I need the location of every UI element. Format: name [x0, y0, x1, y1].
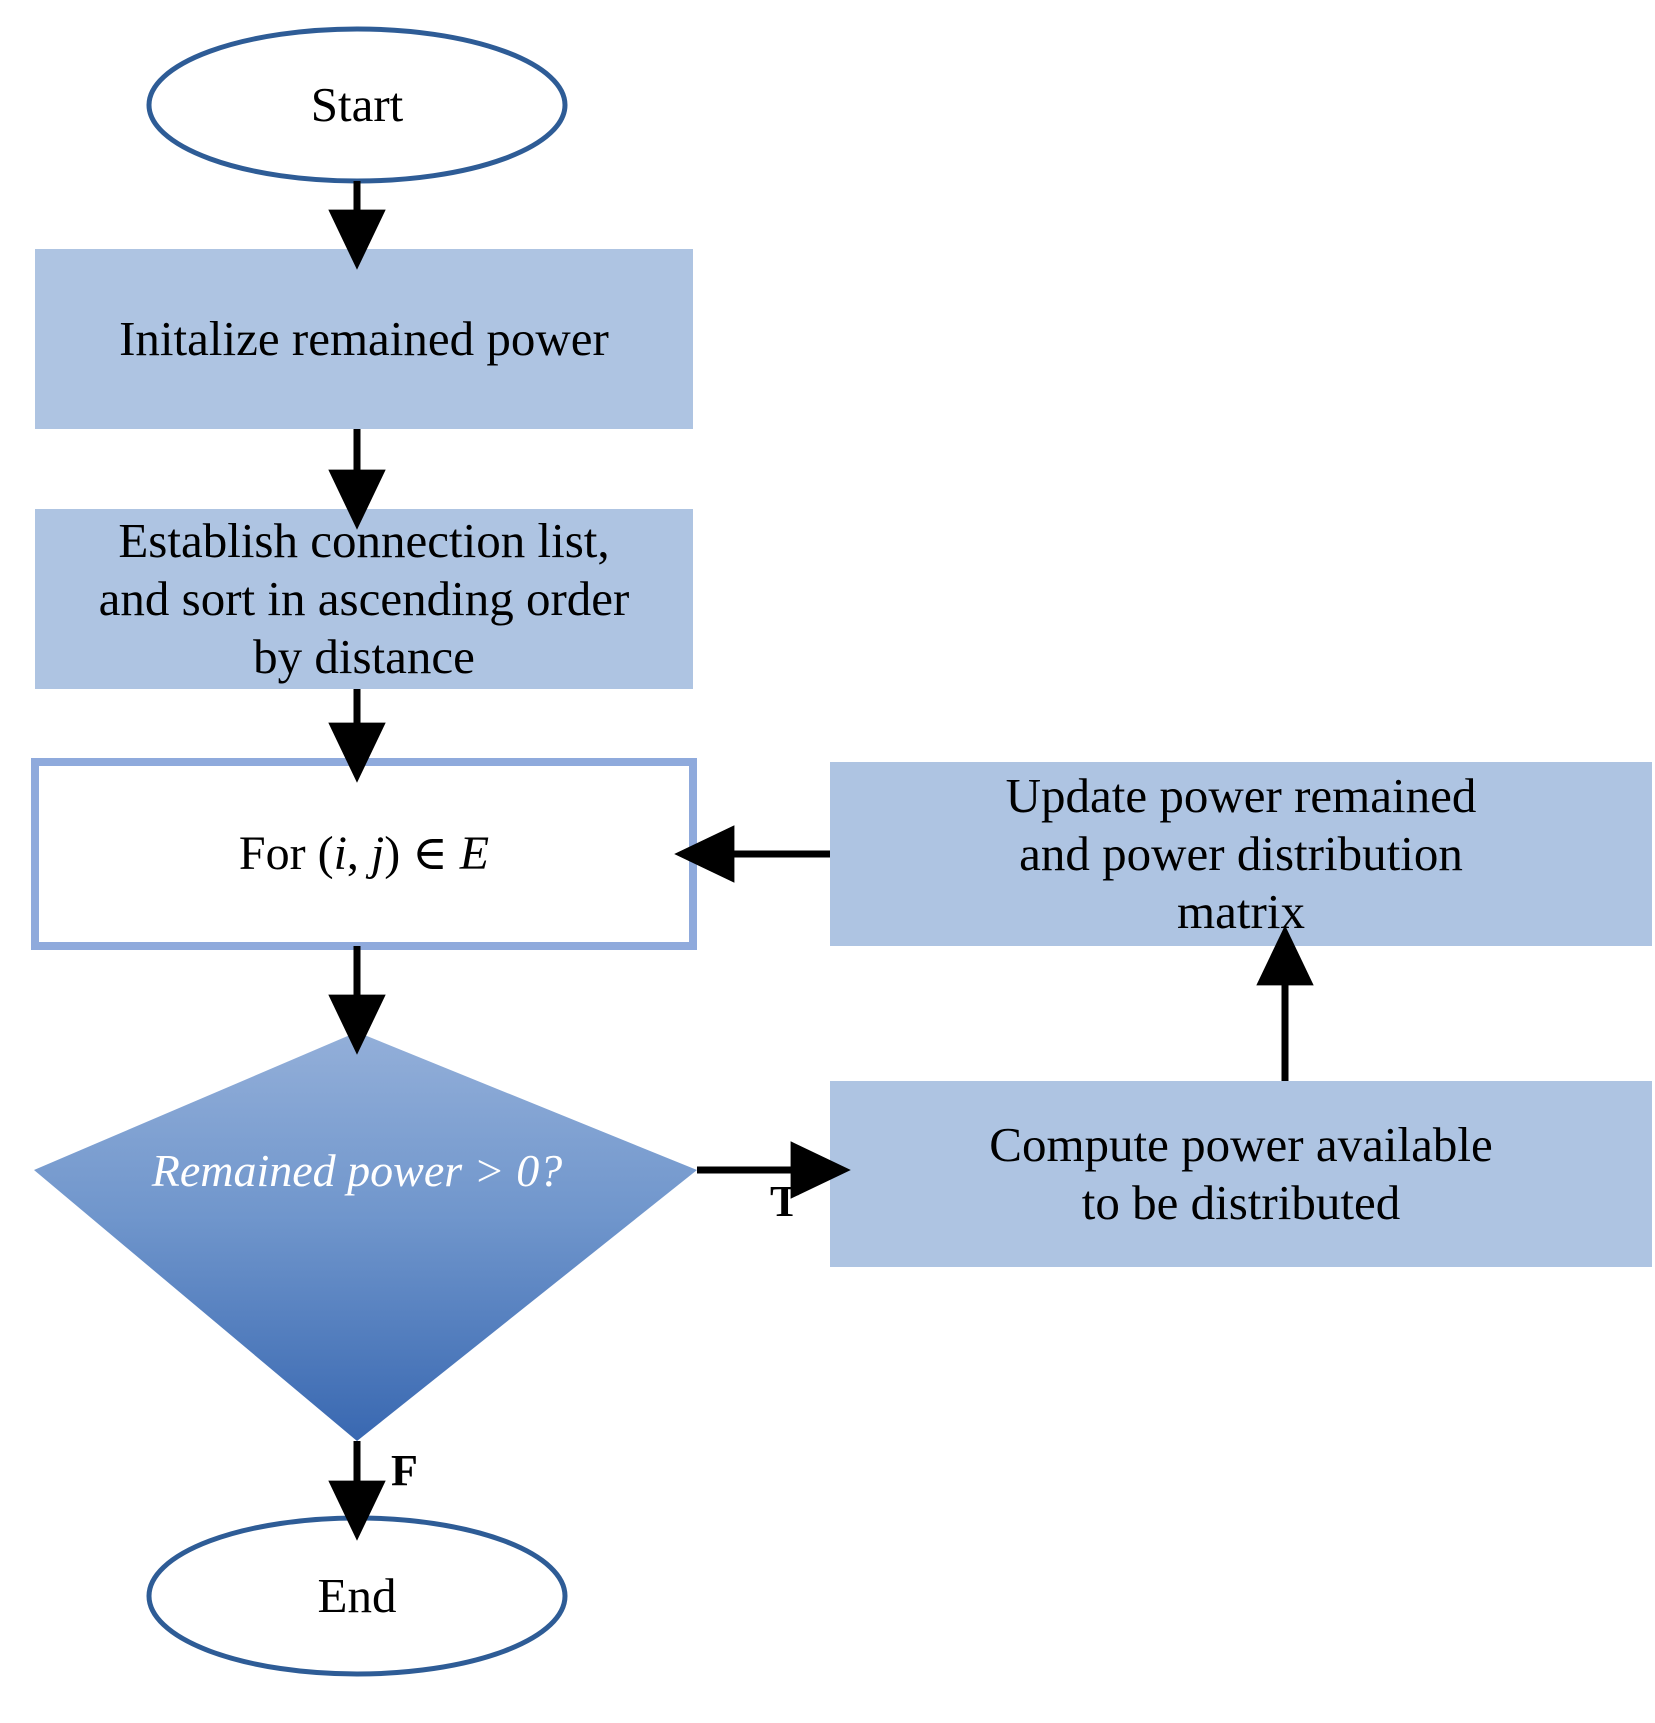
node-decision-shape[interactable]: [34, 1032, 697, 1441]
node-compute-shape[interactable]: [830, 1081, 1652, 1267]
node-update-shape[interactable]: [830, 762, 1652, 946]
node-initialize-shape[interactable]: [35, 249, 693, 429]
node-end-shape[interactable]: [146, 1515, 568, 1677]
node-establish-shape[interactable]: [35, 509, 693, 689]
node-for-loop-shape[interactable]: [31, 758, 697, 950]
node-start-shape[interactable]: [146, 26, 568, 184]
